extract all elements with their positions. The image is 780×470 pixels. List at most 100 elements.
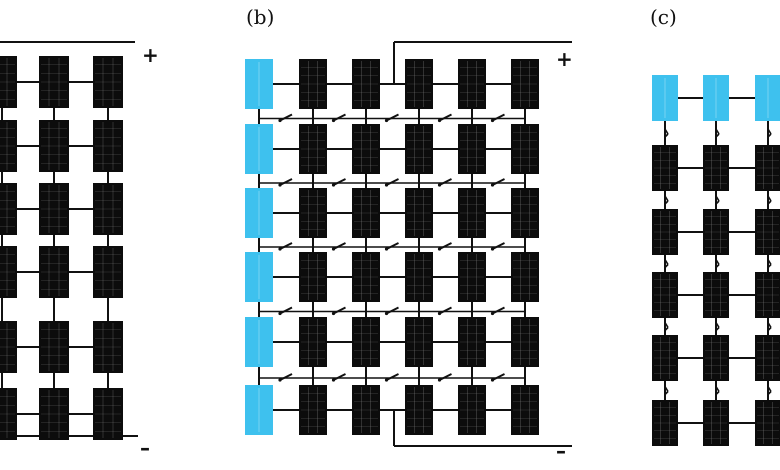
module-body <box>755 400 780 446</box>
pv-module-b-r1c5 <box>458 59 486 109</box>
pv-module-b-r4c2 <box>299 252 327 302</box>
switch-blade <box>279 178 293 186</box>
pv-module-a-r6c3 <box>93 388 123 440</box>
module-body <box>39 246 69 298</box>
switch-blade <box>492 306 505 315</box>
switch-blade <box>333 306 346 315</box>
pv-module-a-r1c3 <box>93 56 123 108</box>
module-body <box>0 388 17 440</box>
module-body <box>352 124 380 174</box>
tie-switch-r3c1 <box>278 242 293 251</box>
pv-module-b-r2c1 <box>245 124 273 174</box>
switch-blade <box>664 259 669 265</box>
module-body <box>405 385 433 435</box>
pv-module-a-r3c3 <box>93 183 123 235</box>
tie-switch-r4c4 <box>437 306 452 316</box>
string-switch-r3c3 <box>767 259 772 269</box>
tie-switch-r1c3 <box>384 113 399 123</box>
panel-c-label: (c) <box>650 5 677 29</box>
pv-module-c-r6c1 <box>652 400 678 446</box>
pv-module-b-r3c2 <box>299 188 327 238</box>
string-switch-r3c1 <box>664 259 669 269</box>
tie-switch-r4c3 <box>384 306 399 316</box>
module-body <box>0 246 17 298</box>
module-body <box>755 75 780 121</box>
module-body <box>511 252 539 302</box>
module-body <box>511 124 539 174</box>
module-body <box>703 145 729 191</box>
tie-switch-r2c5 <box>490 178 505 187</box>
module-body <box>0 183 17 235</box>
module-body <box>93 321 123 373</box>
pv-module-b-r6c5 <box>458 385 486 435</box>
switch-blade <box>333 242 346 250</box>
tie-switch-r5c4 <box>437 373 452 382</box>
tie-switch-r3c5 <box>490 242 505 251</box>
switch-blade <box>279 242 293 250</box>
module-body <box>458 124 486 174</box>
module-body <box>299 59 327 109</box>
pv-module-c-r2c3 <box>755 145 780 191</box>
switch-blade <box>279 373 293 381</box>
pv-module-b-r6c4 <box>405 385 433 435</box>
module-body <box>511 385 539 435</box>
string-switch-r2c2 <box>715 195 720 205</box>
module-body <box>352 188 380 238</box>
pv-module-c-r5c1 <box>652 335 678 381</box>
panel-a-minus-label: – <box>140 436 150 460</box>
switch-blade <box>439 306 452 315</box>
module-body <box>755 209 780 255</box>
string-switch-r4c1 <box>664 322 669 332</box>
module-body <box>39 56 69 108</box>
pv-module-b-r1c1 <box>245 59 273 109</box>
tie-switch-r3c4 <box>437 242 452 251</box>
switch-blade <box>386 113 399 122</box>
switch-blade <box>279 113 293 122</box>
panel-b-plus-label: + <box>556 47 573 71</box>
pv-module-a-r2c2 <box>39 120 69 172</box>
tie-switch-r2c4 <box>437 178 452 187</box>
switch-blade <box>664 133 669 138</box>
switch-blade <box>767 322 772 328</box>
pv-module-b-r1c3 <box>352 59 380 109</box>
pv-module-b-r2c3 <box>352 124 380 174</box>
pv-module-b-r4c3 <box>352 252 380 302</box>
pv-module-a-r4c3 <box>93 246 123 298</box>
switch-blade <box>767 386 772 392</box>
panel-b <box>245 41 572 447</box>
module-body <box>703 209 729 255</box>
tie-switch-r5c2 <box>331 373 346 382</box>
pv-module-c-r4c2 <box>703 272 729 318</box>
switch-blade <box>715 259 720 265</box>
module-body <box>93 56 123 108</box>
switch-blade <box>715 128 720 135</box>
pv-module-b-r3c6 <box>511 188 539 238</box>
tie-switch-r5c5 <box>490 373 505 382</box>
tie-switch-r1c4 <box>437 113 452 123</box>
module-body <box>0 321 17 373</box>
module-body <box>0 56 17 108</box>
module-body <box>299 124 327 174</box>
module-body <box>405 317 433 367</box>
module-body <box>703 272 729 318</box>
switch-blade <box>492 373 505 381</box>
pv-module-a-r5c3 <box>93 321 123 373</box>
pv-module-b-r1c4 <box>405 59 433 109</box>
pv-module-c-r2c2 <box>703 145 729 191</box>
module-body <box>405 252 433 302</box>
pv-module-b-r6c6 <box>511 385 539 435</box>
tie-switch-r3c2 <box>331 242 346 251</box>
pv-module-b-r4c1 <box>245 252 273 302</box>
module-body <box>93 388 123 440</box>
switch-blade <box>767 195 772 202</box>
panel-c <box>652 75 780 446</box>
module-body <box>458 59 486 109</box>
pv-module-b-r2c4 <box>405 124 433 174</box>
module-body <box>352 385 380 435</box>
switch-blade <box>664 200 669 205</box>
module-body <box>511 188 539 238</box>
pv-module-c-r4c1 <box>652 272 678 318</box>
pv-module-c-r5c3 <box>755 335 780 381</box>
pv-module-a-r6c2 <box>39 388 69 440</box>
module-body <box>511 59 539 109</box>
